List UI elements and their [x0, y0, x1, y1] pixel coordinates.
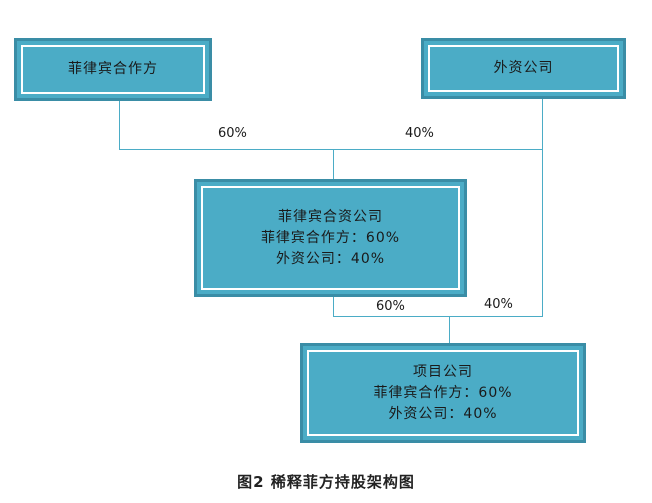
- jv-company-label: 菲律宾合资公司 菲律宾合作方：60% 外资公司：40%: [261, 207, 400, 270]
- project-company-node: 项目公司 菲律宾合作方：60% 外资公司：40%: [300, 343, 586, 443]
- node-line: 菲律宾合作方：60%: [373, 384, 513, 401]
- edge-label-bottom-right: 40%: [484, 297, 513, 312]
- project-company-label: 项目公司 菲律宾合作方：60% 外资公司：40%: [373, 362, 512, 425]
- node-line: 外资公司：40%: [388, 405, 498, 422]
- figure-caption: 图2 稀释菲方持股架构图: [237, 473, 415, 491]
- node-line: 项目公司: [413, 363, 473, 380]
- connector-top-horizontal: [119, 149, 543, 150]
- foreign-company-node: 外资公司: [421, 38, 626, 99]
- connector-partner-down: [119, 101, 120, 150]
- philippine-partner-node: 菲律宾合作方: [14, 38, 212, 101]
- connector-to-jv: [333, 149, 334, 179]
- edge-label-top-right: 40%: [405, 126, 434, 141]
- philippine-partner-label: 菲律宾合作方: [68, 59, 158, 80]
- node-line: 外资公司：40%: [275, 250, 386, 267]
- node-line: 菲律宾合作方: [68, 61, 158, 77]
- edge-label-bottom-left: 60%: [376, 299, 405, 314]
- node-line: 菲律宾合资公司: [278, 208, 383, 225]
- node-line: 菲律宾合作方：60%: [260, 229, 401, 246]
- edge-label-top-left: 60%: [218, 126, 247, 141]
- connector-foreign-down: [542, 99, 543, 317]
- foreign-company-label: 外资公司: [494, 58, 554, 79]
- connector-to-project: [449, 316, 450, 343]
- jv-company-node: 菲律宾合资公司 菲律宾合作方：60% 外资公司：40%: [194, 179, 467, 297]
- connector-bottom-horizontal: [333, 316, 543, 317]
- connector-jv-down: [333, 297, 334, 317]
- node-line: 外资公司: [493, 60, 554, 76]
